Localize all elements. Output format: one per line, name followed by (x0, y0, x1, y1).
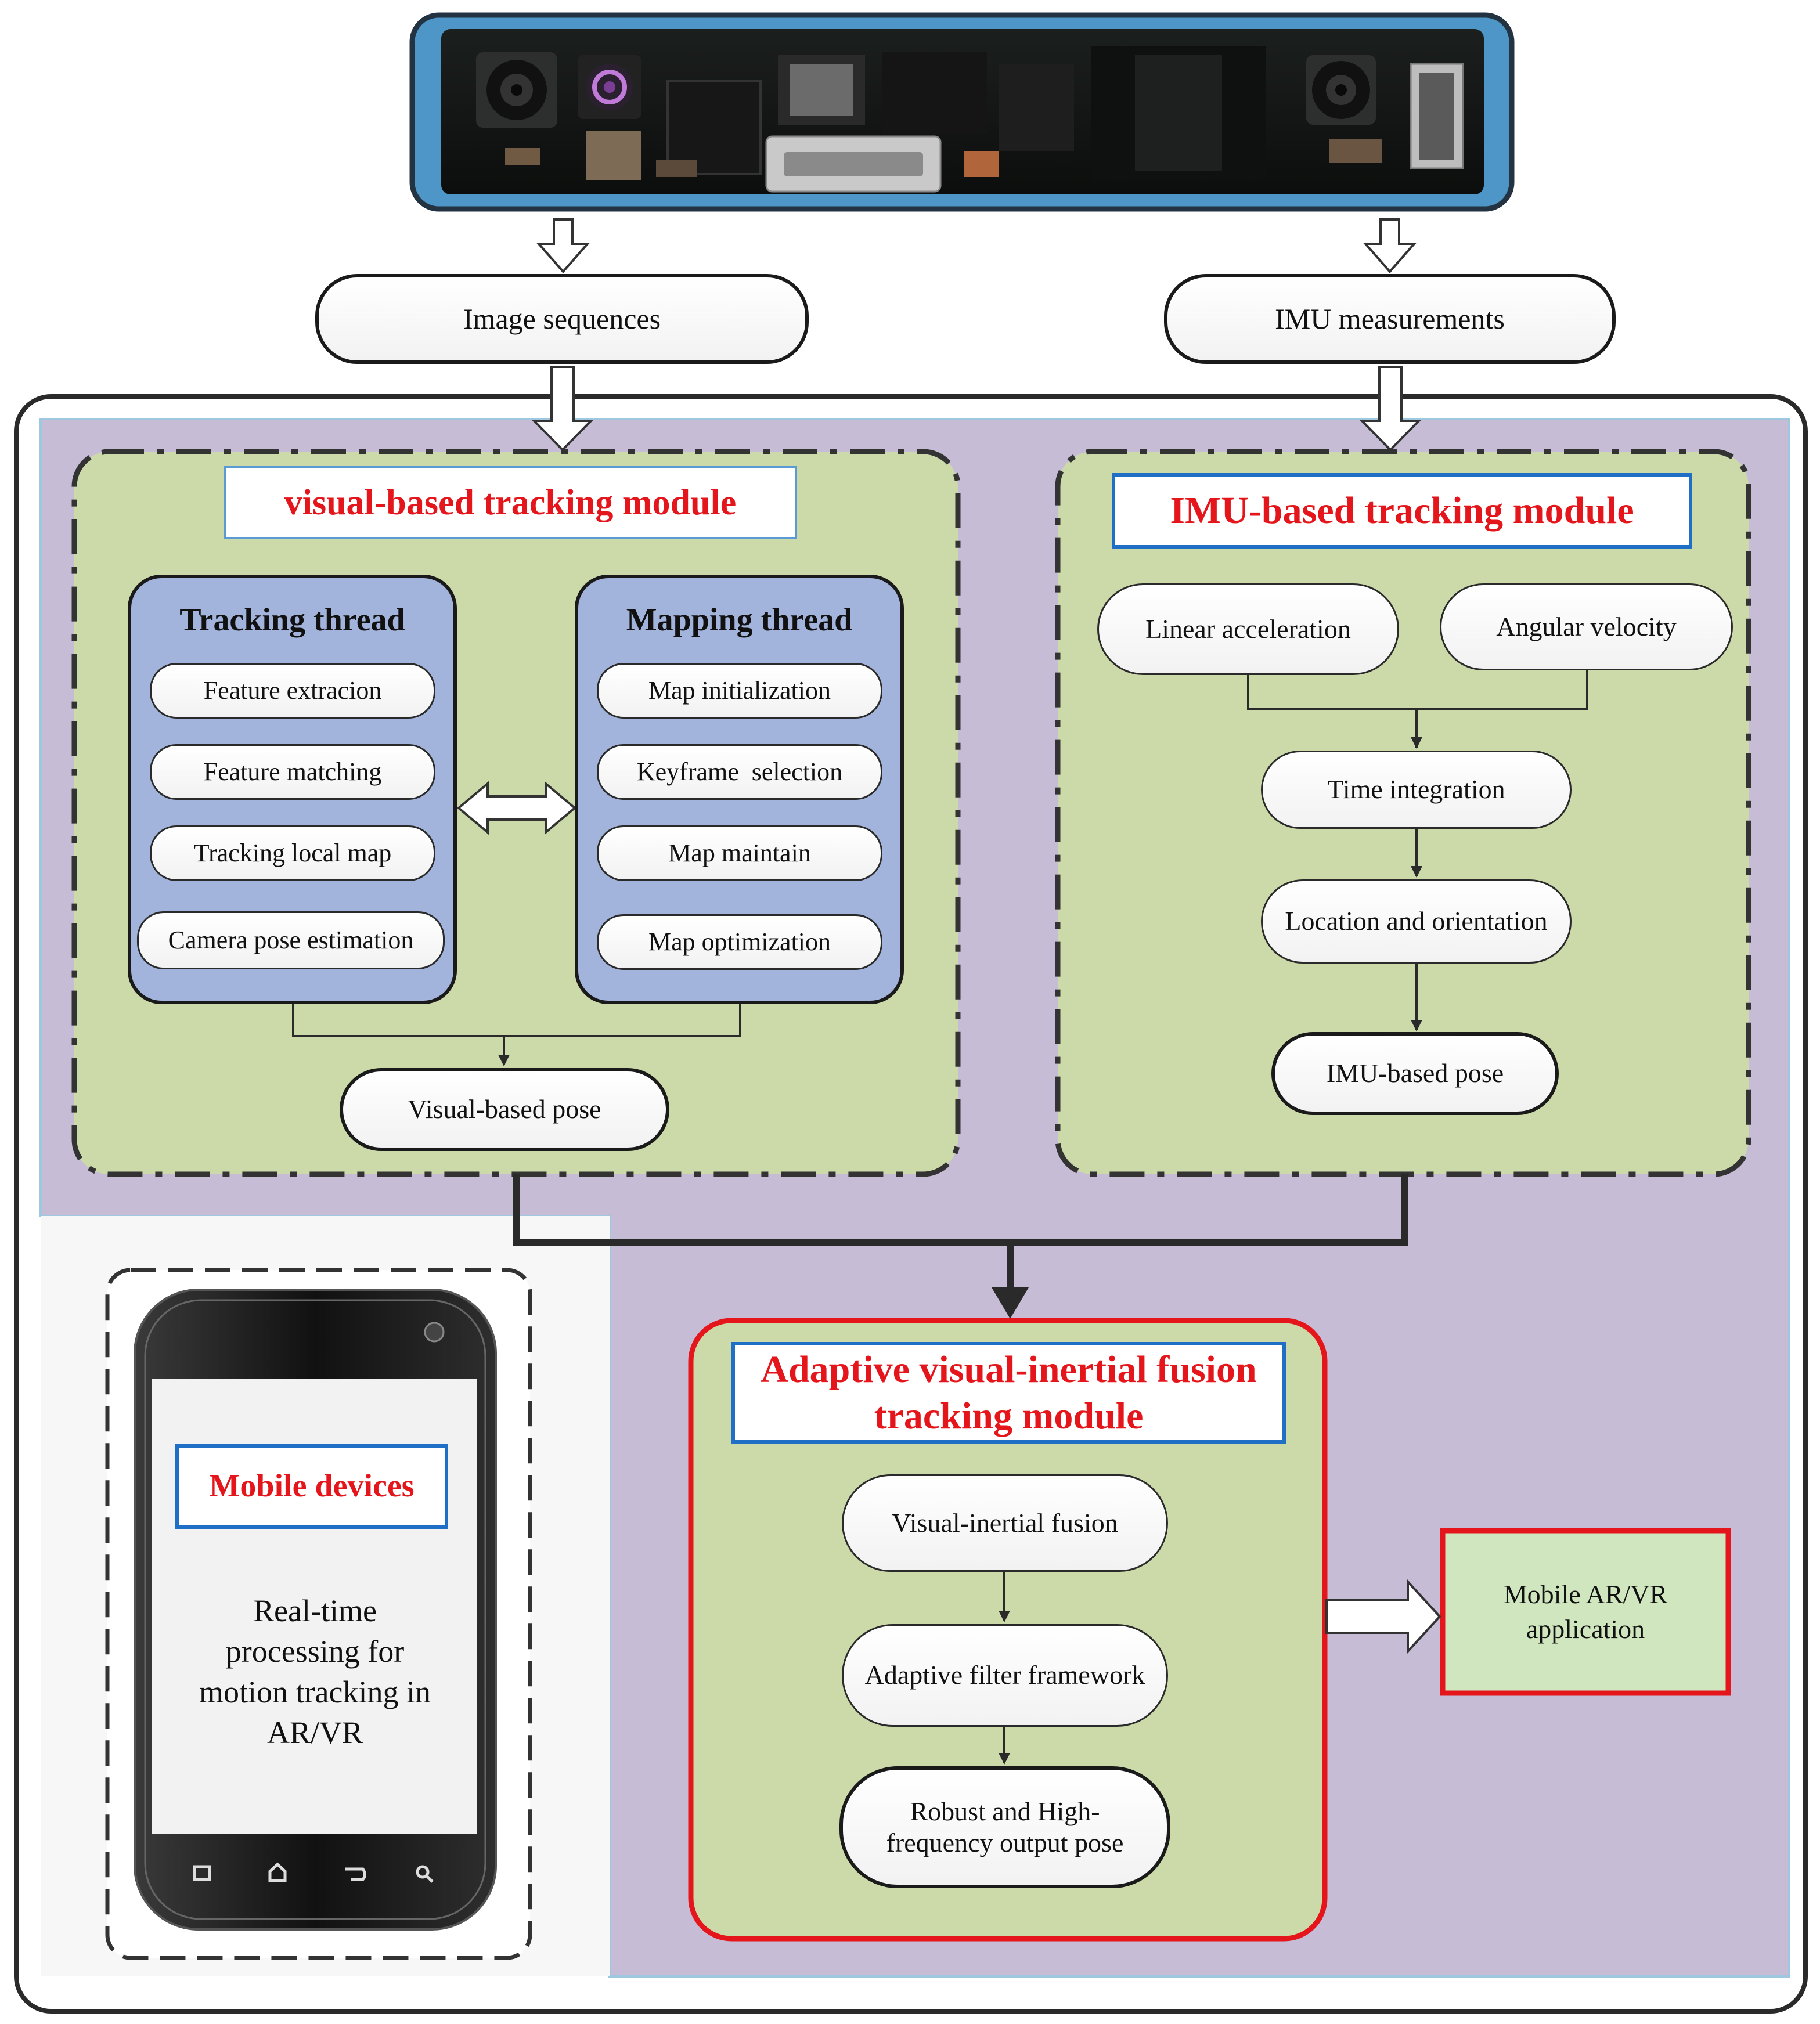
connector-threads-to-visual-pose (292, 1004, 741, 1037)
fusion-title-line2: tracking module (874, 1394, 1144, 1437)
output-pose-line2: frequency output pose (886, 1828, 1124, 1857)
imu-measurements-node: IMU measurements (1164, 274, 1616, 364)
stereo-camera-hardware (409, 12, 1515, 212)
application-box (1440, 1528, 1731, 1696)
application-label: Mobile AR/VR application (1448, 1536, 1723, 1688)
feature-extraction-node: Feature extracion (150, 663, 435, 719)
tracking-thread-title: Tracking thread (179, 602, 405, 638)
map-initialization-node: Map initialization (597, 663, 882, 719)
image-sequences-node: Image sequences (315, 274, 809, 364)
mobile-description: Real-time processing for motion tracking… (157, 1585, 473, 1759)
map-maintain-node: Map maintain (597, 825, 882, 881)
mobile-desc-line1: Real-time (253, 1593, 377, 1628)
camera-pose-estimation-node: Camera pose estimation (137, 911, 445, 969)
tracking-local-map-node: Tracking local map (150, 825, 435, 881)
connector-poses-to-fusion (513, 1174, 1408, 1246)
hollow-arrow-fusion-to-app (1325, 1578, 1441, 1655)
imu-module-title: IMU-based tracking module (1112, 473, 1692, 549)
location-orientation-node: Location and orientation (1261, 879, 1572, 964)
output-pose-line1: Robust and High- (910, 1796, 1100, 1826)
visual-based-pose-node: Visual-based pose (340, 1068, 669, 1151)
hollow-arrow-images-to-visual (531, 366, 594, 452)
mobile-desc-line3: motion tracking in (199, 1675, 431, 1709)
mobile-desc-line4: AR/VR (266, 1715, 363, 1751)
adaptive-filter-framework-node: Adaptive filter framework (842, 1624, 1168, 1727)
application-line2: application (1526, 1614, 1645, 1644)
mobile-devices-title: Mobile devices (175, 1444, 448, 1529)
angular-velocity-node: Angular velocity (1440, 583, 1733, 670)
robust-output-pose-node: Robust and High- frequency output pose (839, 1766, 1170, 1888)
mobile-desc-line2: processing for (225, 1633, 405, 1669)
fusion-module-title: Adaptive visual-inertial fusion tracking… (731, 1342, 1286, 1444)
feature-matching-node: Feature matching (150, 744, 435, 800)
application-line1: Mobile AR/VR (1503, 1579, 1668, 1610)
visual-inertial-fusion-node: Visual-inertial fusion (842, 1474, 1168, 1572)
hollow-arrow-hw-to-imu (1363, 218, 1417, 274)
mapping-thread-title: Mapping thread (626, 602, 853, 638)
imu-based-pose-node: IMU-based pose (1271, 1032, 1559, 1115)
keyframe-selection-node: Keyframe selection (597, 744, 882, 800)
time-integration-node: Time integration (1261, 751, 1572, 829)
fusion-title-line1: Adaptive visual-inertial fusion (761, 1348, 1257, 1391)
map-optimization-node: Map optimization (597, 914, 882, 970)
hollow-arrow-hw-to-images (536, 218, 590, 274)
hollow-arrow-imu-to-imu-module (1359, 366, 1422, 452)
linear-acceleration-node: Linear acceleration (1097, 583, 1399, 675)
visual-module-title: visual-based tracking module (224, 466, 797, 539)
